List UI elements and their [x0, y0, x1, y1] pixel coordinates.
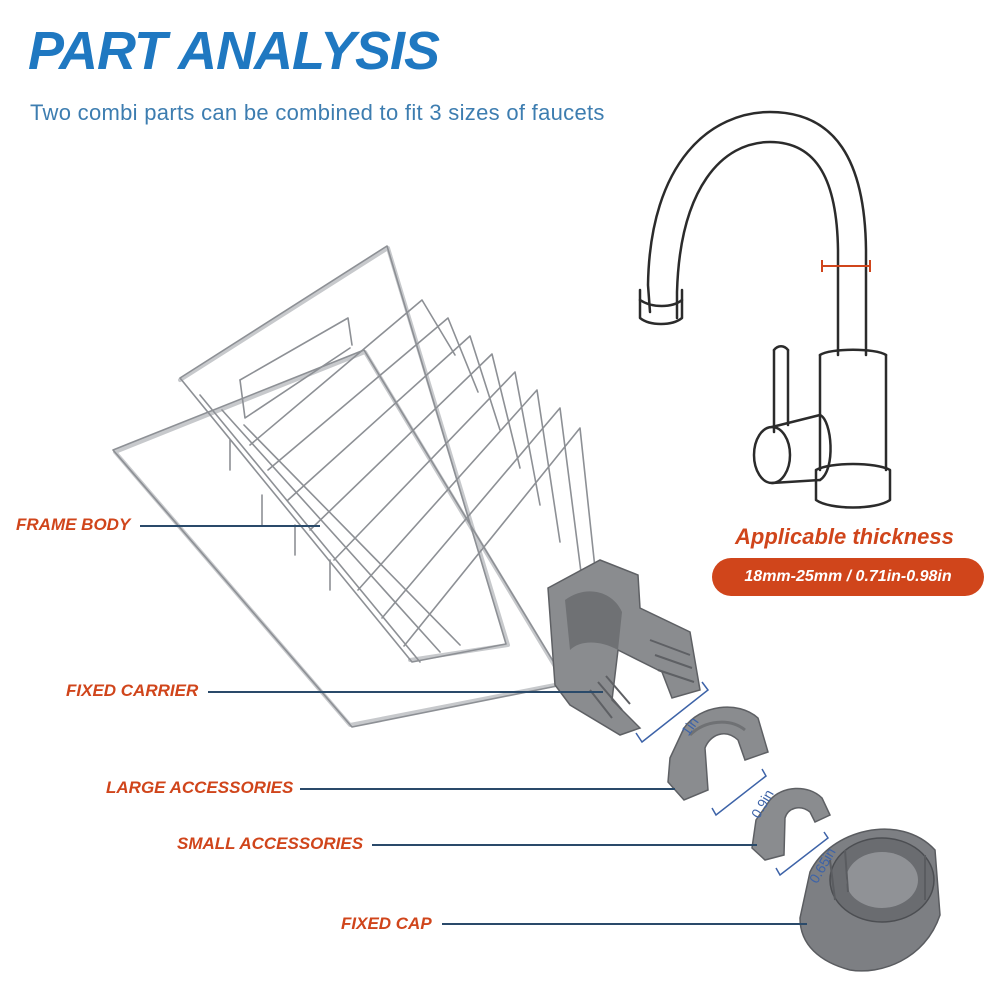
faucet-illustration	[638, 110, 892, 509]
large-accessory-illustration	[667, 706, 769, 801]
leader-frame-body	[140, 525, 320, 527]
applicable-thickness-title: Applicable thickness	[735, 524, 954, 549]
page-subtitle: Two combi parts can be combined to fit 3…	[30, 100, 605, 125]
thickness-range-badge: 18mm-25mm / 0.71in-0.98in	[712, 558, 984, 596]
dimension-brackets	[635, 681, 830, 877]
leader-fixed-cap	[442, 923, 807, 925]
frame-body-illustration	[112, 245, 601, 728]
leader-large-accessories	[300, 788, 675, 790]
page-title: PART ANALYSIS	[28, 21, 440, 81]
fixed-carrier-illustration	[547, 559, 701, 736]
label-frame-body: FRAME BODY	[16, 515, 131, 534]
label-large-accessories: LARGE ACCESSORIES	[106, 778, 294, 797]
leader-fixed-carrier	[208, 691, 603, 693]
label-fixed-carrier: FIXED CARRIER	[66, 681, 199, 700]
small-accessory-illustration	[751, 787, 831, 861]
label-fixed-cap: FIXED CAP	[341, 914, 432, 933]
fixed-cap-illustration	[799, 828, 941, 972]
leader-small-accessories	[372, 844, 757, 846]
label-small-accessories: SMALL ACCESSORIES	[177, 834, 364, 853]
